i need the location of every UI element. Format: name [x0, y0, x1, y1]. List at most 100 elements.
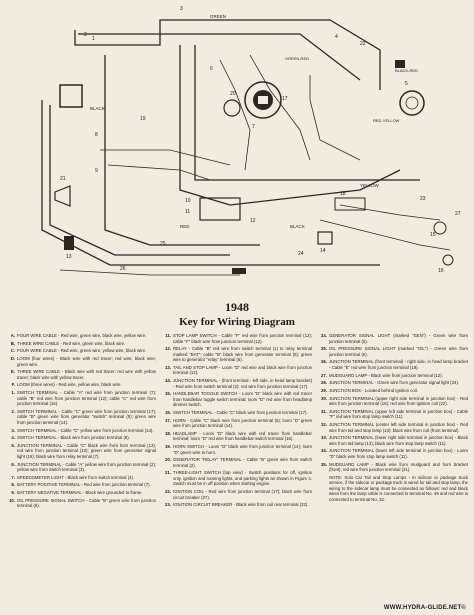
- legend-column-2: 11.STOP LAMP SWITCH - Cable "F" red wire…: [162, 333, 312, 511]
- legend-entry-number: 32.: [321, 422, 327, 427]
- legend-entry-number: 17.: [165, 417, 171, 423]
- wire-label-green-red: GREEN-RED: [285, 56, 309, 61]
- part-number: 1: [92, 36, 95, 42]
- legend-entry-text: JUNCTION TERMINAL - Green wire from gene…: [329, 380, 460, 386]
- junction-box-icon: [199, 197, 241, 221]
- legend-entry: 16.SWITCH TERMINAL - Cable "C" black wir…: [162, 410, 312, 416]
- legend-entry-number: 12.: [165, 346, 171, 352]
- wire-left-vertical-2: [49, 105, 230, 256]
- part-number: 19: [140, 116, 146, 122]
- wire-mid-vertical: [104, 55, 260, 246]
- part-number: 2: [84, 32, 87, 38]
- legend-entry: 13.TAIL AND STOP LAMP - Loom "D" red wir…: [162, 365, 312, 376]
- legend-entry-text: IGNITION COIL - Red wire from junction t…: [173, 489, 312, 500]
- junction-block-bottom: [232, 268, 246, 274]
- part-number: 12: [250, 218, 256, 224]
- legend-entry-text: SWITCH TERMINAL - Cable "A" red wire fro…: [17, 390, 156, 407]
- legend-entry: 7.SPEEDOMETER LIGHT - Black wire from sw…: [6, 475, 156, 481]
- wire-right-lower-2: [339, 204, 441, 221]
- legend-entry-text: NOTE: Solo Car Tail and Stop Lamps - In …: [329, 474, 468, 502]
- legend-entry-number: 1.: [11, 390, 15, 396]
- part-number: 22: [360, 41, 366, 47]
- legend-entry: 11.STOP LAMP SWITCH - Cable "F" red wire…: [162, 333, 312, 344]
- legend-entry-number: 5.: [11, 442, 15, 448]
- wire-trunk-upper: [78, 33, 361, 81]
- legend-entry-text: FOUR WIRE CABLE - Red wire, green wire, …: [17, 333, 147, 338]
- legend-entry: 25.OIL PRESSURE SIGNAL LIGHT (marked "OI…: [318, 346, 468, 357]
- legend-column-3: 24.GENERATOR SIGNAL LIGHT (marked "GEN")…: [318, 333, 468, 511]
- wire-label-black-red: BLACK-RED: [395, 68, 418, 73]
- legend-entry-text: JUNCTION TERMINAL - (front terminal - le…: [173, 378, 312, 389]
- wire-label-red-yellow: RED-YELLOW: [373, 118, 400, 123]
- wire-harness-e: [107, 164, 211, 181]
- legend-entry-number: 13.: [165, 364, 171, 370]
- legend-entry-number: 34.: [321, 448, 327, 454]
- wire-left-vertical: [41, 100, 380, 266]
- legend-entry-number: 30.: [321, 395, 327, 401]
- legend-entry: B.THREE WIRE CABLE - Red wire, green wir…: [6, 341, 156, 347]
- part-number: 24: [298, 251, 304, 257]
- legend-entry-text: SPEEDOMETER LIGHT - Black wire from swit…: [17, 474, 135, 480]
- wire-label-red: RED: [180, 224, 190, 229]
- legend-entry: 4.SWITCH TERMINAL - Black wire from junc…: [6, 435, 156, 441]
- legend-entry: 10.OIL PRESSURE SIGNAL SWITCH - Cable "B…: [6, 498, 156, 509]
- legend-entry: 20.GENERATOR "RELAY" TERMINAL - Cable "B…: [162, 457, 312, 468]
- legend-entry: 35.MUDGUARD LAMP - Black wire from mudgu…: [318, 462, 468, 473]
- legend-entry-number: 20.: [165, 457, 171, 463]
- legend-entry-text: THREE WIRE CABLE - Black wire with red t…: [17, 369, 156, 380]
- legend-entry-text: BATTERY NEGATIVE TERMINAL - Black wire g…: [17, 490, 143, 496]
- legend-entry: 6.JUNCTION TERMINAL - Cable "A" yellow w…: [6, 462, 156, 473]
- legend-entry-number: 2.: [11, 408, 15, 414]
- legend-entry-number: E.: [10, 369, 15, 375]
- wire-harness-d: [100, 149, 231, 166]
- legend-entry-text: MUDGUARD LAMP - Black wire from mudguard…: [329, 461, 468, 473]
- legend-entry-number: F.: [11, 382, 15, 388]
- legend-entry-number: 10.: [9, 497, 15, 503]
- legend-entry-number: 25.: [321, 346, 327, 352]
- legend-entry: 27.MUDGUARD LAMP - Black wire from junct…: [318, 373, 468, 379]
- legend-entry-text: LOOM (four wires) - Black wire with red …: [17, 356, 156, 367]
- legend-entry-number: 16.: [165, 409, 171, 415]
- legend-entry-text: THREE-LIGHT SWITCH (top view) - Switch p…: [173, 470, 312, 487]
- wire-label-green: GREEN: [210, 14, 226, 19]
- signal-lamp-icon: [395, 60, 405, 68]
- legend-entry-text: JUNCTION TERMINAL (front terminal) - rig…: [329, 359, 468, 370]
- wire-label-black-2: BLACK: [290, 224, 305, 229]
- site-watermark: WWW.HYDRA-GLIDE.NET©: [383, 605, 466, 611]
- legend-entry: 2.SWITCH TERMINAL - Cable "C" green wire…: [6, 409, 156, 426]
- ignition-coil-icon: [317, 231, 333, 245]
- legend-entry: 19.HORN SWITCH - Loom "D" black wire fro…: [162, 444, 312, 455]
- legend-entry-text: OIL PRESSURE SIGNAL SWITCH - Cable "B" g…: [17, 497, 156, 509]
- legend-entry-text: SWITCH TERMINAL - Black wire from juncti…: [17, 435, 130, 441]
- part-number: 15: [430, 232, 436, 238]
- legend-entry-number: 35.: [321, 461, 327, 467]
- legend-entry-number: 18.: [165, 430, 171, 436]
- part-number: 10: [185, 198, 191, 204]
- legend-entry: 23.IGNITION CIRCUIT BREAKER - Black wire…: [162, 502, 312, 508]
- part-number: 11: [185, 209, 190, 215]
- legend-entry-text: SWITCH TERMINAL - Cable "C" black wire f…: [173, 409, 308, 415]
- legend-entry-number: 11.: [165, 333, 171, 338]
- circuit-breaker-icon: [433, 221, 454, 266]
- legend-entry-number: 4.: [11, 435, 15, 441]
- legend-entry-text: HEADLAMP - Loom "D" black wire with red …: [173, 430, 312, 442]
- legend-entry-number: 6.: [11, 461, 15, 467]
- legend-entry: 32.JUNCTION TERMINAL (center left side t…: [318, 422, 468, 433]
- wiring-key-legend: A.FOUR WIRE CABLE - Red wire, green wire…: [6, 333, 468, 511]
- wire-harness-c: [309, 75, 361, 161]
- legend-entry-text: GENERATOR "RELAY" TERMINAL - Cable "B" g…: [173, 457, 312, 468]
- legend-entry-number: 21.: [165, 470, 171, 476]
- legend-entry: 12.RELAY - Cable "B" red wire from switc…: [162, 346, 312, 363]
- part-number: 17: [282, 96, 288, 102]
- legend-entry-text: JUNCTION TERMINAL (lower left side termi…: [329, 448, 468, 459]
- legend-entry-text: SWITCH TERMINAL - Cable "C" green wire f…: [17, 408, 156, 425]
- legend-entry: 15.HANDLEBAR TOGGLE SWITCH - Loom "D" bl…: [162, 391, 312, 408]
- legend-entry-number: 28.: [321, 380, 327, 386]
- legend-entry-number: [318, 475, 329, 503]
- part-number: 16: [438, 268, 444, 274]
- legend-entry-text: JUNCTION TERMINAL (center left side term…: [329, 422, 468, 433]
- legend-entry: NOTE: Solo Car Tail and Stop Lamps - In …: [318, 475, 468, 503]
- wire-harness-b: [249, 54, 311, 161]
- legend-entry-text: HORN SWITCH - Loom "D" black wire from j…: [173, 444, 312, 455]
